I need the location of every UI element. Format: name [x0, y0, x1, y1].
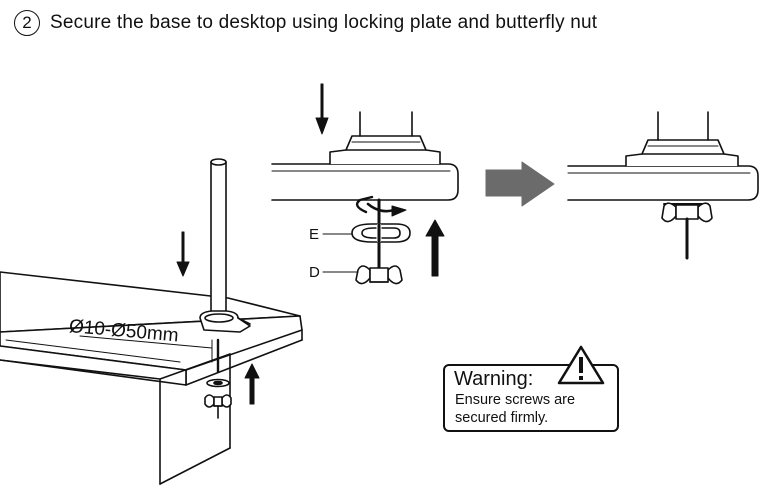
arrow-up-icon — [244, 363, 260, 405]
part-label-e: E — [309, 226, 320, 243]
arrow-right-icon — [485, 161, 555, 207]
part-label-d: D — [309, 264, 320, 281]
arrow-down-icon — [315, 83, 329, 135]
desk-illustration — [0, 158, 303, 485]
exploded-view — [271, 111, 459, 285]
warning-line-2: secured firmly. — [455, 410, 549, 426]
warning-line-1: Ensure screws are — [455, 392, 576, 408]
arrow-down-icon — [176, 231, 190, 277]
arrow-up-icon — [425, 219, 445, 277]
warning-triangle-icon — [557, 345, 605, 385]
rotate-arrow-icon — [355, 195, 374, 214]
step-number-badge: 2 — [14, 10, 40, 36]
step-title: Secure the base to desktop using locking… — [50, 12, 598, 33]
warning-heading: Warning: — [454, 368, 534, 390]
warning-box: Warning: Ensure screws are secured firml… — [443, 364, 619, 432]
assembled-view — [567, 111, 759, 260]
